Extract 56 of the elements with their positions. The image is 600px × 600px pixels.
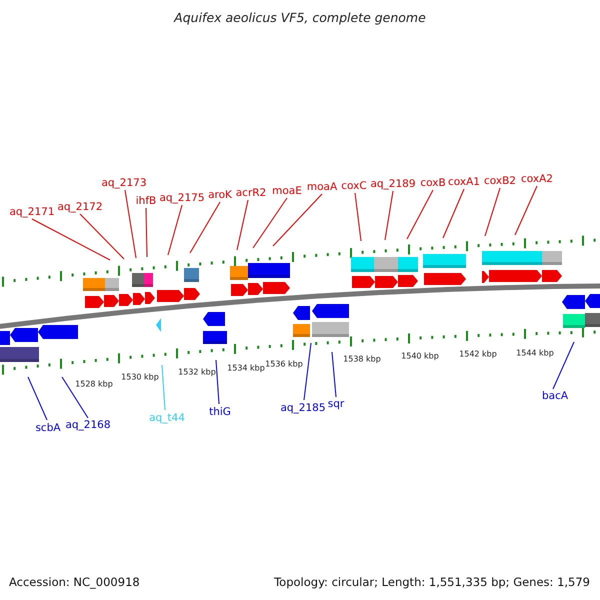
axis-tick-label: 1528 kbp — [75, 380, 113, 388]
axis-tick-label: 1536 kbp — [265, 360, 303, 368]
leader-line — [514, 186, 538, 236]
axis-tick-label: 1544 kbp — [516, 348, 554, 358]
gene-label: thiG — [209, 406, 231, 418]
gene-label: coxA2 — [521, 173, 553, 185]
leader-line — [236, 200, 248, 250]
axis-tick-label: 1534 kbp — [227, 364, 265, 372]
gene-label: sqr — [328, 398, 344, 410]
gene-label: aq_2189 — [370, 178, 416, 190]
gene-label: coxB — [420, 177, 446, 189]
gene-label: coxA1 — [448, 176, 480, 188]
leader-line — [168, 204, 182, 256]
gene-label: coxB2 — [484, 175, 516, 187]
gene-label: bacA — [542, 390, 568, 402]
leader-line — [304, 342, 312, 400]
axis-tick-label: 1542 kbp — [459, 350, 497, 358]
leader-line — [162, 364, 166, 410]
leader-line — [384, 190, 394, 240]
gene-label: aq_2172 — [57, 201, 103, 213]
gene-label: aq_2175 — [159, 192, 205, 204]
leader-line — [28, 376, 48, 420]
leader-line — [442, 188, 464, 238]
leader-line — [190, 202, 220, 254]
leader-line — [332, 352, 336, 398]
gene-label: moaE — [272, 185, 302, 197]
leader-line — [354, 192, 362, 242]
leader-line — [216, 360, 220, 404]
leader-line — [406, 190, 434, 240]
gene-label: moaA — [306, 181, 338, 193]
axis-tick-label: 1532 kbp — [178, 368, 216, 376]
gene-label: acrR2 — [236, 187, 266, 199]
leader-line — [80, 214, 124, 260]
gene-label: ihfB — [136, 195, 156, 207]
footer-text: Topology: circular; Length: 1,551,335 bp; Genes: 1,579 — [274, 575, 590, 589]
leader-line — [484, 188, 500, 236]
leader-line — [252, 198, 288, 248]
leader-line — [32, 218, 110, 260]
axis-tick-label: 1540 kbp — [401, 352, 439, 360]
gene-label: aq_2185 — [280, 402, 326, 414]
gene-label: aq_2171 — [9, 206, 55, 218]
leader-line — [272, 194, 322, 246]
gene-label: coxC — [341, 180, 367, 192]
gene-label: scbA — [35, 422, 61, 434]
leader-line — [124, 190, 136, 258]
gene-label: aq_2168 — [65, 419, 111, 431]
axis-tick-label: 1538 kbp — [343, 354, 381, 364]
leader-line — [62, 376, 88, 418]
leader-line — [552, 342, 574, 390]
gene-label: aq_t44 — [149, 412, 185, 424]
footer-text: Accession: NC_000918 — [9, 575, 140, 589]
chart-title: Aquifex aeolicus VF5, complete genome — [172, 10, 427, 25]
leader-line — [146, 208, 148, 258]
gene-label: aq_2173 — [101, 177, 147, 189]
axis-tick-label: 1530 kbp — [121, 372, 159, 382]
gene-label: aroK — [208, 189, 232, 201]
